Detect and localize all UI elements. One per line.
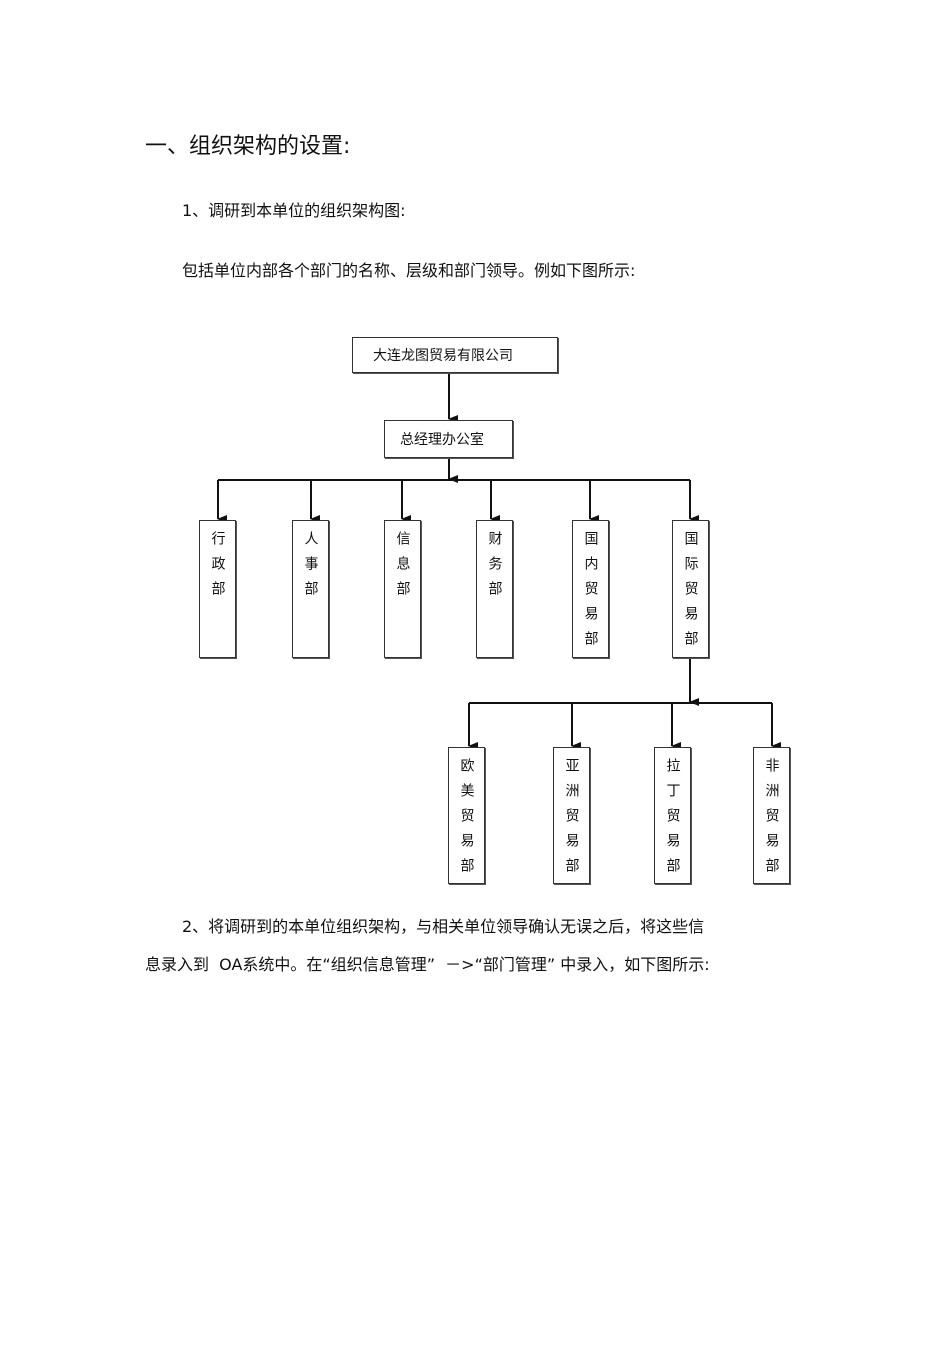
step-2-line-2: 息录入到 OA系统中。在“组织信息管理” －>“部门管理” 中录入，如下图所示: (145, 955, 710, 974)
org-node-department: 人事部 (292, 520, 329, 658)
org-node-company: 大连龙图贸易有限公司 (352, 337, 558, 373)
step-1-title: 1、调研到本单位的组织架构图: (182, 201, 406, 220)
section-heading: 一、组织架构的设置: (145, 134, 351, 159)
org-node-sub-department: 欧美贸易部 (448, 747, 485, 884)
org-node-department: 信息部 (384, 520, 421, 658)
org-node-department: 财务部 (476, 520, 513, 658)
org-node-gm-office: 总经理办公室 (384, 420, 513, 458)
step-1-description: 包括单位内部各个部门的名称、层级和部门领导。例如下图所示: (182, 261, 636, 280)
org-node-department: 国内贸易部 (572, 520, 609, 658)
org-node-sub-department: 拉丁贸易部 (654, 747, 691, 884)
org-node-sub-department: 亚洲贸易部 (553, 747, 590, 884)
org-node-department: 行政部 (199, 520, 236, 658)
step-2-line-1: 2、将调研到的本单位组织架构，与相关单位领导确认无误之后，将这些信 (182, 917, 705, 936)
org-node-department: 国际贸易部 (672, 520, 709, 658)
org-node-sub-department: 非洲贸易部 (753, 747, 790, 884)
